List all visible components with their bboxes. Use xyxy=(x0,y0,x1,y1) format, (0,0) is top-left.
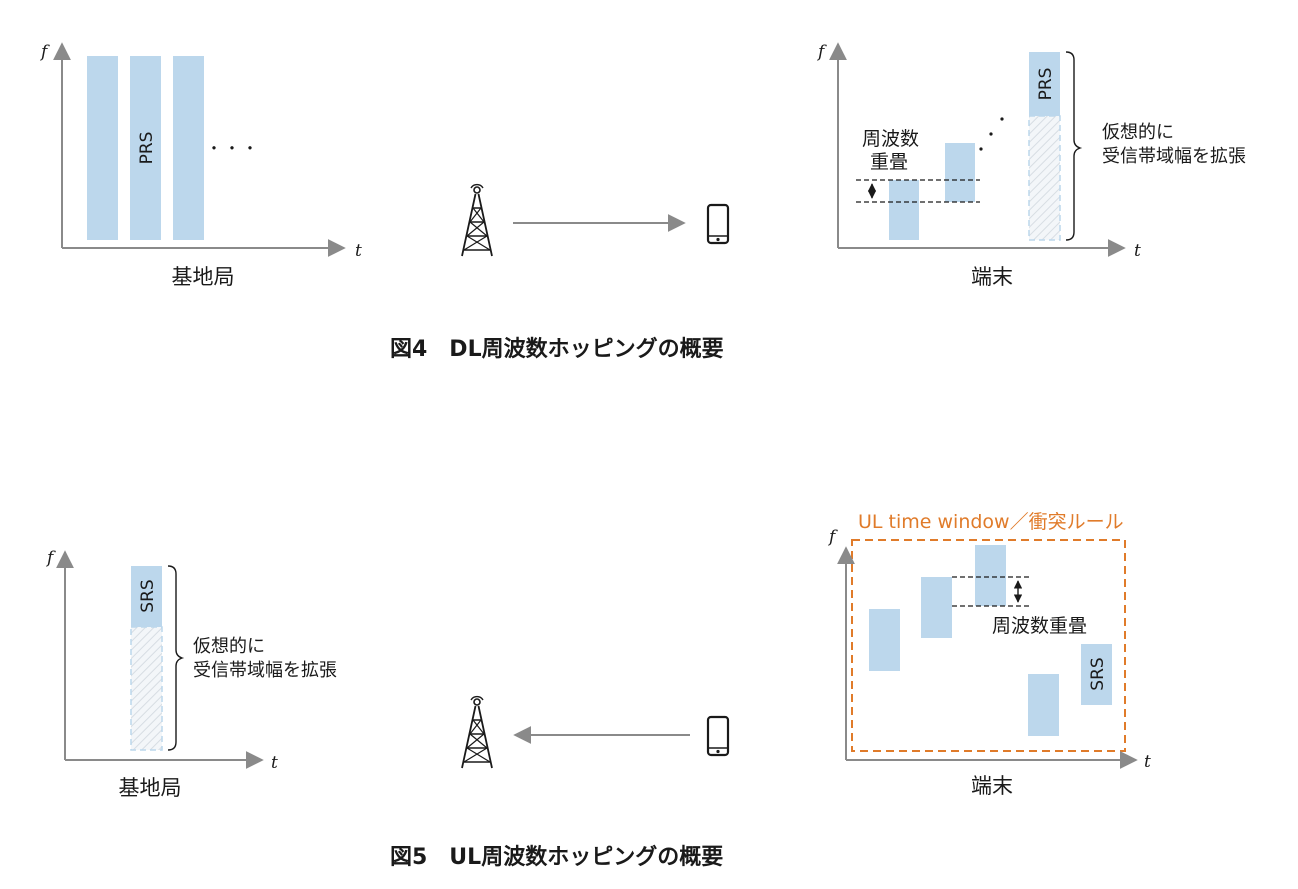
fig4-term-prs-block xyxy=(1029,52,1060,116)
fig4-bs-prs-block-3 xyxy=(173,56,204,240)
fig5-term-block-1 xyxy=(869,609,900,671)
fig5-terminal-panel: UL time window／衝突ルール f t 周波数重畳 SRS 端末 xyxy=(827,511,1151,798)
fig4: f t PRS ・・・ 基地局 f t 周波数 重畳 xyxy=(39,42,1246,362)
fig5-terminal-label: 端末 xyxy=(971,774,1013,798)
fig4-bs-f-label: f xyxy=(39,42,50,62)
fig4-bandwidth-note-1: 仮想的に xyxy=(1102,122,1174,143)
fig5-term-t-label: t xyxy=(1144,752,1151,772)
fig4-bs-prs-block-1 xyxy=(87,56,118,240)
fig4-dot-3 xyxy=(1000,117,1004,121)
fig5-term-srs-label: SRS xyxy=(1088,657,1108,690)
fig5-term-block-3 xyxy=(975,545,1006,606)
fig5-window-label: UL time window／衝突ルール xyxy=(858,511,1124,533)
fig4-base-station-panel: f t PRS ・・・ 基地局 xyxy=(39,42,362,289)
fig5-bs-label: 基地局 xyxy=(119,776,182,800)
fig5-bandwidth-note-2: 受信帯域幅を拡張 xyxy=(193,660,337,681)
fig4-term-block-2 xyxy=(945,143,975,202)
fig4-virtual-band xyxy=(1028,115,1061,241)
fig5-bs-srs-label: SRS xyxy=(138,579,158,612)
cell-tower-icon xyxy=(461,695,493,769)
fig5-term-block-4 xyxy=(1028,674,1059,736)
fig4-link xyxy=(461,183,730,257)
fig4-bs-t-label: t xyxy=(355,241,362,261)
fig4-term-f-label: f xyxy=(816,42,827,62)
fig5-bs-f-label: f xyxy=(45,548,56,568)
fig5-overlap-label: 周波数重畳 xyxy=(992,615,1087,637)
fig4-term-prs-label: PRS xyxy=(1036,68,1056,101)
fig5-link xyxy=(461,695,730,769)
fig4-bs-label: 基地局 xyxy=(172,265,235,289)
smartphone-icon xyxy=(706,203,730,245)
fig4-bandwidth-brace xyxy=(1065,51,1083,241)
fig4-bs-ellipsis: ・・・ xyxy=(206,139,260,158)
fig5-bs-srs-block xyxy=(131,566,162,627)
cell-tower-icon xyxy=(461,183,493,257)
fig4-dot-1 xyxy=(979,147,983,151)
fig4-bs-prs-label: PRS xyxy=(137,132,157,165)
fig4-overlap-label-2: 重畳 xyxy=(870,151,908,173)
fig4-dot-2 xyxy=(989,132,993,136)
fig4-caption: 図4 DL周波数ホッピングの概要 xyxy=(390,336,724,362)
fig4-terminal-panel: f t 周波数 重畳 PRS 仮想的に 受信帯域幅を拡張 端末 xyxy=(816,42,1246,289)
fig5-base-station-panel: f t SRS 仮想的に 受信帯域幅を拡張 基地局 xyxy=(45,548,337,800)
fig5-bandwidth-note-1: 仮想的に xyxy=(193,636,265,657)
fig5-bandwidth-brace xyxy=(167,565,185,751)
fig5: f t SRS 仮想的に 受信帯域幅を拡張 基地局 UL time window… xyxy=(45,511,1151,870)
fig4-overlap-label-1: 周波数 xyxy=(862,128,919,150)
fig4-terminal-label: 端末 xyxy=(971,265,1013,289)
fig5-term-block-2 xyxy=(921,577,952,638)
fig4-term-t-label: t xyxy=(1134,241,1141,261)
fig5-ul-time-window xyxy=(851,539,1126,752)
smartphone-icon xyxy=(706,715,730,757)
fig5-term-f-label: f xyxy=(827,527,838,547)
fig4-bandwidth-note-2: 受信帯域幅を拡張 xyxy=(1102,146,1246,167)
fig4-bs-prs-block-2 xyxy=(130,56,161,240)
fig5-bs-virtual-band xyxy=(130,626,163,751)
fig5-term-srs-block xyxy=(1081,644,1112,705)
fig5-bs-t-label: t xyxy=(271,753,278,773)
fig4-term-block-1 xyxy=(889,180,919,240)
fig5-caption: 図5 UL周波数ホッピングの概要 xyxy=(390,844,723,870)
